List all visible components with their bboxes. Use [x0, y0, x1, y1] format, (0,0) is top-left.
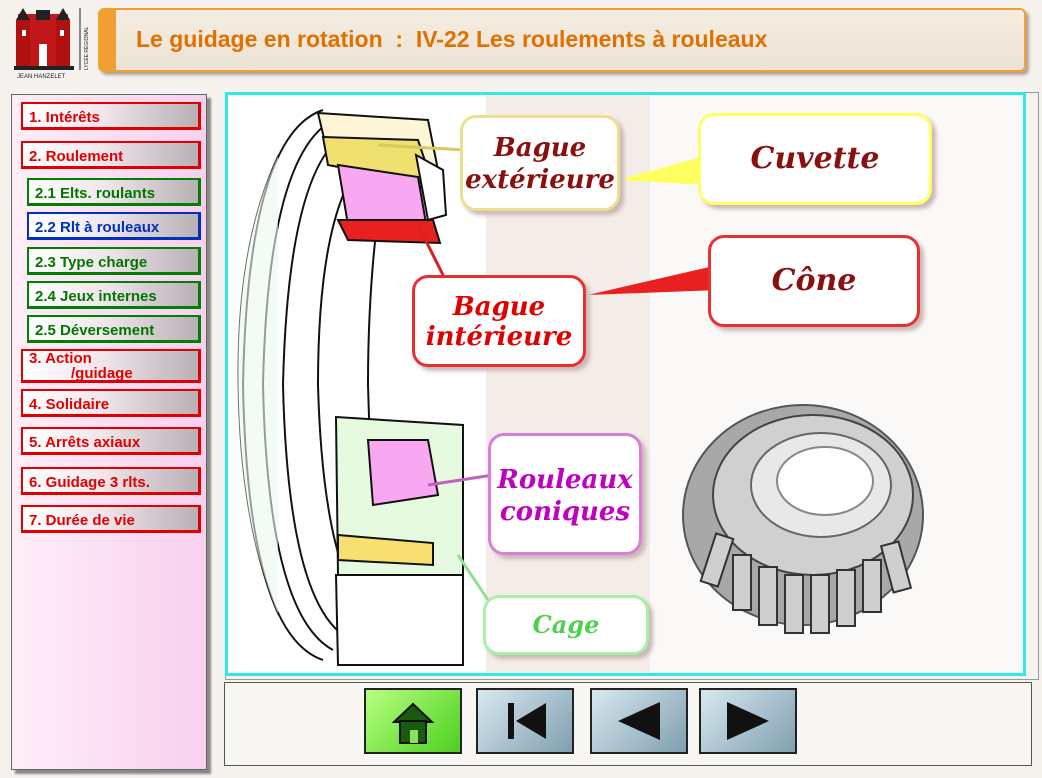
label-bague-exterieure: Bague extérieure: [460, 115, 620, 211]
sidebar-item-elts-roulants[interactable]: 2.1 Elts. roulants: [27, 178, 201, 206]
home-button[interactable]: [364, 688, 462, 754]
sidebar-item-roulement[interactable]: 2. Roulement: [21, 141, 201, 169]
sidebar: 1. Intérêts 2. Roulement 2.1 Elts. roula…: [11, 94, 207, 770]
first-page-button[interactable]: [476, 688, 574, 754]
label-rouleaux-line1: Rouleaux: [497, 465, 633, 495]
sidebar-item-label: 2.4 Jeux internes: [35, 288, 157, 305]
sidebar-item-rlt-rouleaux[interactable]: 2.2 Rlt à rouleaux: [27, 212, 201, 240]
title-bar: Le guidage en rotation : IV-22 Les roule…: [98, 8, 1026, 72]
sidebar-item-label: 2. Roulement: [29, 148, 124, 165]
label-bague-interieure: Bague intérieure: [412, 275, 586, 367]
label-bague-exterieure-line1: Bague: [493, 133, 587, 163]
sidebar-item-label: 6. Guidage 3 rlts.: [29, 474, 150, 491]
sidebar-item-guidage-3-rlts[interactable]: 6. Guidage 3 rlts.: [21, 467, 201, 495]
sidebar-item-label: 7. Durée de vie: [29, 512, 135, 529]
school-logo: JEAN HANZELET LYCÉE RÉGIONAL: [14, 6, 104, 80]
logo-text-left: JEAN HANZELET: [17, 74, 66, 80]
sidebar-item-label: 3. Action: [29, 350, 92, 367]
sidebar-item-type-charge[interactable]: 2.3 Type charge: [27, 247, 201, 275]
label-rouleaux-line2: coniques: [499, 497, 631, 527]
label-bague-interieure-line2: intérieure: [425, 322, 573, 352]
sidebar-item-jeux-internes[interactable]: 2.4 Jeux internes: [27, 281, 201, 309]
label-rouleaux-coniques: Rouleaux coniques: [488, 433, 642, 555]
sidebar-item-label: 4. Solidaire: [29, 396, 110, 413]
sidebar-item-arrets-axiaux[interactable]: 5. Arrêts axiaux: [21, 427, 201, 455]
sidebar-item-label-2: /guidage: [71, 365, 133, 382]
sidebar-item-label: 5. Arrêts axiaux: [29, 434, 141, 451]
sidebar-item-label: 2.1 Elts. roulants: [35, 185, 156, 202]
label-cage: Cage: [483, 595, 649, 655]
next-button[interactable]: [699, 688, 797, 754]
label-bague-interieure-line1: Bague: [452, 292, 546, 322]
sidebar-item-solidaire[interactable]: 4. Solidaire: [21, 389, 201, 417]
title-main: IV-22 Les roulements à rouleaux: [415, 26, 768, 52]
home-icon: [391, 702, 435, 744]
sidebar-item-label: 2.3 Type charge: [35, 254, 148, 271]
label-bague-exterieure-line2: extérieure: [465, 165, 615, 195]
sidebar-item-interets[interactable]: 1. Intérêts: [21, 102, 201, 130]
triangle-left-icon: [618, 702, 660, 740]
sidebar-item-label: 1. Intérêts: [29, 109, 100, 126]
skip-back-icon: [508, 703, 546, 739]
previous-button[interactable]: [590, 688, 688, 754]
sidebar-item-duree-de-vie[interactable]: 7. Durée de vie: [21, 505, 201, 533]
title-prefix: Le guidage en rotation :: [136, 26, 416, 52]
triangle-right-icon: [727, 702, 769, 740]
page-title: Le guidage en rotation : IV-22 Les roule…: [136, 26, 767, 53]
logo-text-right: LYCÉE RÉGIONAL: [83, 27, 90, 70]
sidebar-item-label: 2.2 Rlt à rouleaux: [35, 219, 160, 236]
sidebar-item-action-guidage[interactable]: 3. Action/guidage: [21, 349, 201, 383]
label-cone: Cône: [708, 235, 920, 327]
content-panel: Bague extérieure Cuvette Bague intérieur…: [225, 92, 1026, 676]
sidebar-item-label: 2.5 Déversement: [35, 322, 155, 339]
label-cuvette: Cuvette: [698, 113, 932, 205]
sidebar-item-deversement[interactable]: 2.5 Déversement: [27, 315, 201, 343]
title-accent: [100, 10, 116, 70]
